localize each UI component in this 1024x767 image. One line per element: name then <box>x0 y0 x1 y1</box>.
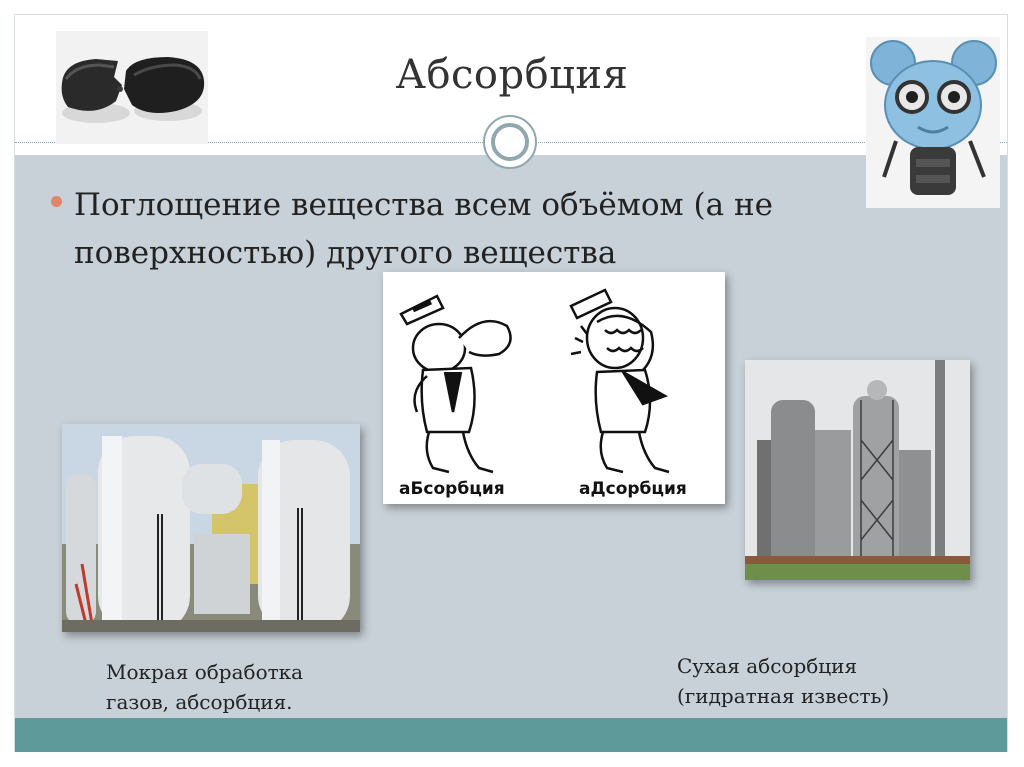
footer-bar <box>15 718 1007 752</box>
wet-caption: Мокрая обработка газов, абсорбция. <box>106 657 346 717</box>
wet-scrubber-photo <box>62 424 360 632</box>
charcoal-photo <box>56 31 208 144</box>
ring-decoration-icon <box>483 115 537 169</box>
dry-absorber-photo <box>745 360 970 580</box>
bullet-dot-icon <box>51 196 62 207</box>
dry-caption-line1: Сухая абсорбция <box>677 654 858 678</box>
dry-caption-line2: (гидратная известь) <box>677 684 890 708</box>
wet-caption-text: Мокрая обработка газов, абсорбция. <box>106 660 304 714</box>
dry-caption: Сухая абсорбция (гидратная известь) <box>677 651 937 711</box>
cartoon-right-label: аДсорбция <box>579 479 687 499</box>
page-title: Абсорбция <box>395 52 629 98</box>
gas-mask-photo <box>866 37 1000 208</box>
cartoon-left-label: аБсорбция <box>399 479 505 499</box>
bullet-text: Поглощение вещества всем объёмом (а не п… <box>74 187 773 271</box>
cartoon-image: аБсорбция аДсорбция <box>383 272 725 504</box>
